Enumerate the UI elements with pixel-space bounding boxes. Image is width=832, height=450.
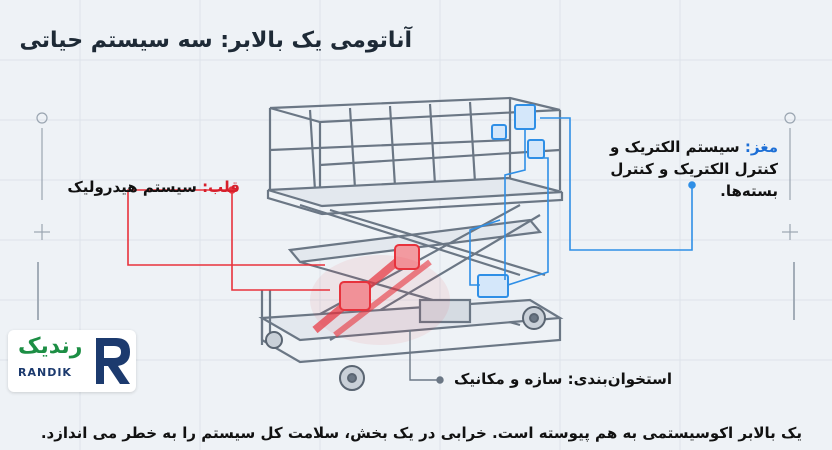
logo-text-fa: رندیک xyxy=(18,334,83,359)
side-rulers xyxy=(37,262,795,320)
hydraulic-leader-line xyxy=(127,186,330,291)
electrical-label-text: سیستم الکتریک و کنترل الکتریک و کنترل بس… xyxy=(609,138,778,200)
hydraulic-label: قلب: سیستم هیدرولیک xyxy=(67,176,240,198)
wheels xyxy=(265,306,546,391)
hydraulic-label-prefix: قلب: xyxy=(202,178,240,196)
electrical-label: مغز: سیستم الکتریک و کنترل الکتریک و کنت… xyxy=(588,136,778,202)
page-title: آناتومی یک بالابر: سه سیستم حیاتی xyxy=(19,28,412,53)
electrical-label-prefix: مغز: xyxy=(744,138,778,156)
crosshair-marks xyxy=(34,112,798,240)
logo-text-en: RANDIK xyxy=(18,366,72,379)
lift-structure xyxy=(258,96,564,364)
structure-label: استخوان‌بندی: سازه و مکانیک xyxy=(454,370,672,388)
randik-logo: رندیک RANDIK xyxy=(8,330,136,392)
logo-mark-icon xyxy=(96,338,130,384)
hydraulic-system xyxy=(310,244,450,345)
electrical-wiring xyxy=(469,117,696,286)
hydraulic-label-text: سیستم هیدرولیک xyxy=(67,178,197,196)
structure-leader-line xyxy=(409,330,444,384)
caption: یک بالابر اکوسیستمی به هم پیوسته است. خر… xyxy=(40,424,802,442)
